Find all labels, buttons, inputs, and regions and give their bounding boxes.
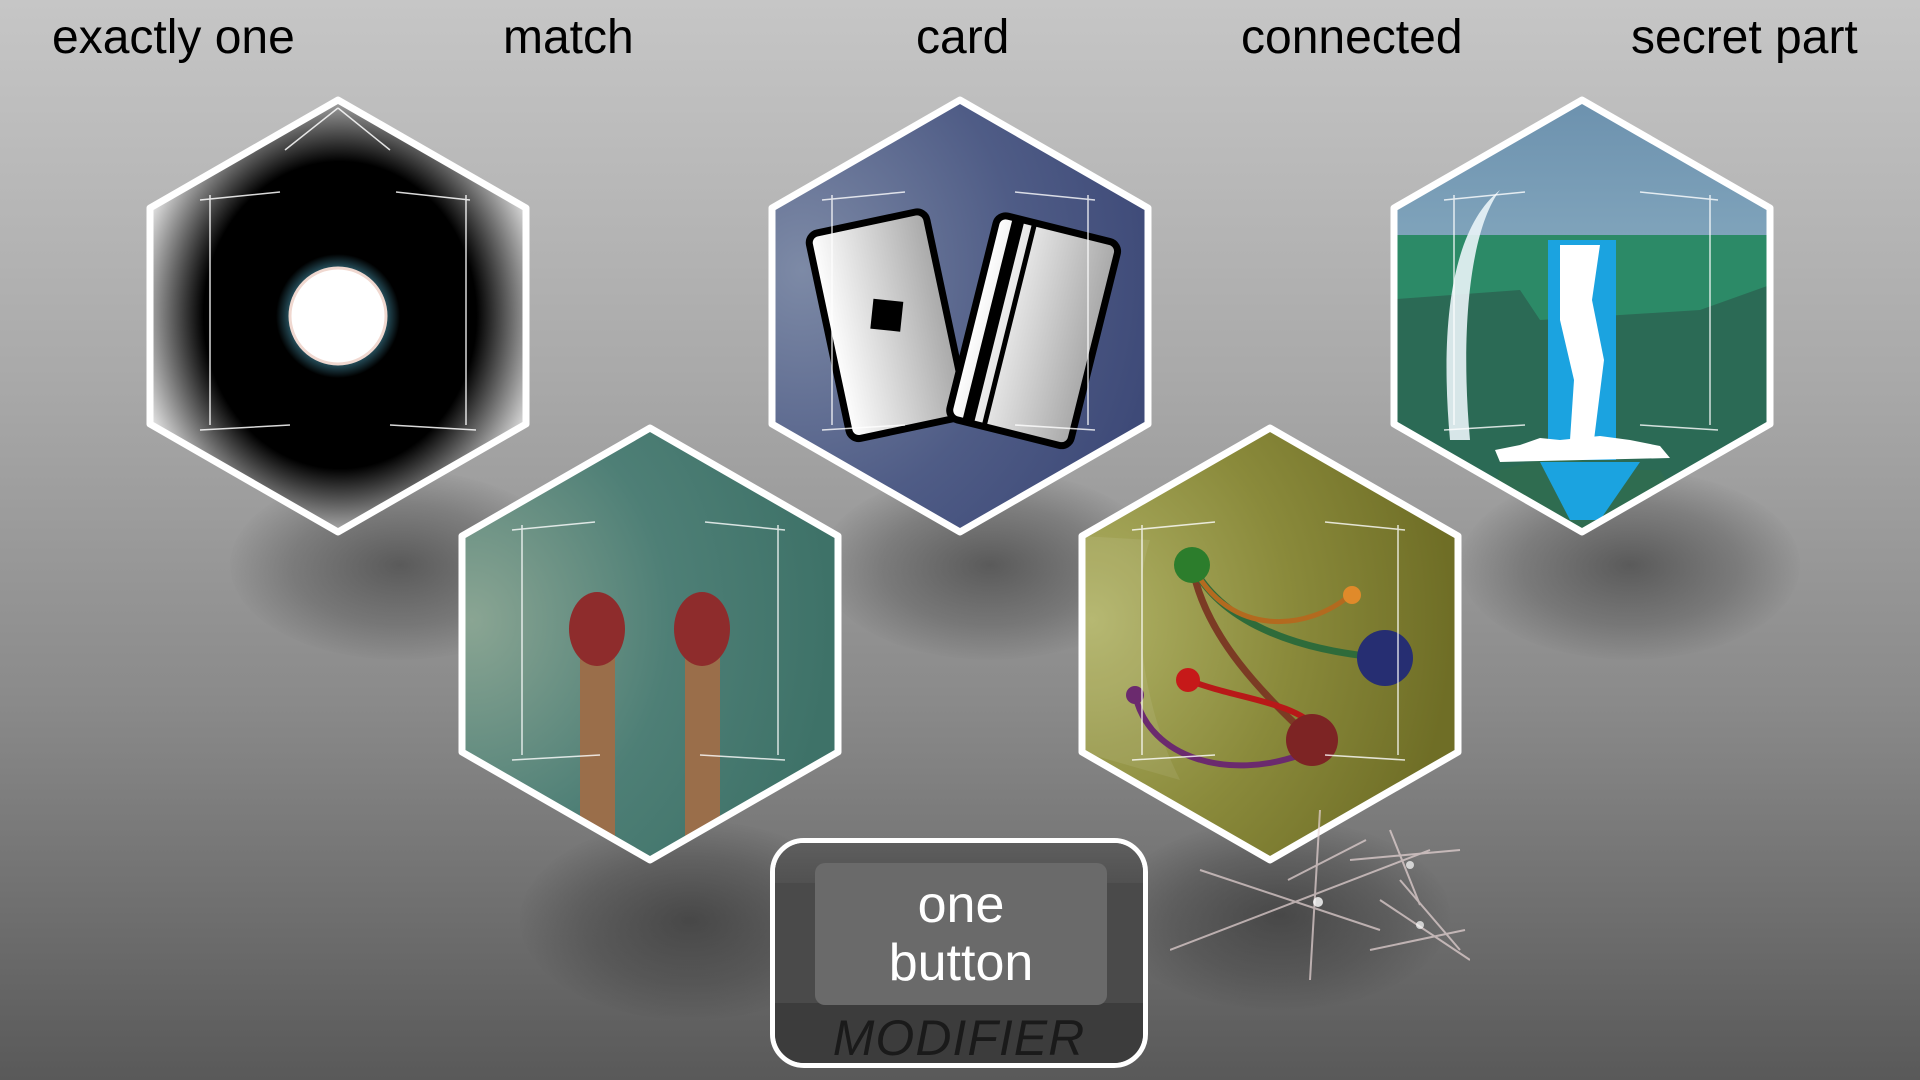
waterfall-icon bbox=[1446, 190, 1670, 520]
modifier-label: MODIFIER bbox=[832, 1010, 1086, 1066]
facet-lines bbox=[1131, 521, 1406, 761]
one-button-key[interactable]: one button MODIFIER bbox=[770, 838, 1148, 1068]
label-secret-part: secret part bbox=[1631, 11, 1858, 64]
facet-lines bbox=[511, 521, 786, 761]
exactly-one-tile bbox=[146, 96, 530, 536]
secret-part-tile bbox=[1390, 96, 1774, 536]
label-match: match bbox=[503, 11, 634, 64]
label-card: card bbox=[916, 11, 1010, 64]
key-label-line1: one bbox=[917, 876, 1005, 934]
glowing-orb-icon bbox=[288, 266, 388, 366]
label-connected: connected bbox=[1241, 11, 1463, 64]
card-tile bbox=[768, 96, 1152, 536]
facet-lines bbox=[199, 107, 477, 431]
key-bevel bbox=[775, 1003, 1143, 1063]
facet-lines bbox=[821, 191, 1096, 431]
connected-tile bbox=[1078, 424, 1462, 864]
facet-lines bbox=[1443, 191, 1719, 431]
playing-card-and-credit-card-icon bbox=[805, 208, 1122, 450]
key-label-line2: button bbox=[888, 934, 1034, 992]
label-exactly-one: exactly one bbox=[52, 11, 295, 64]
match-tile bbox=[458, 424, 842, 864]
key-cap: one button bbox=[815, 863, 1107, 1005]
connected-nodes-icon bbox=[1126, 547, 1413, 769]
sparkle-icon bbox=[1170, 810, 1470, 980]
